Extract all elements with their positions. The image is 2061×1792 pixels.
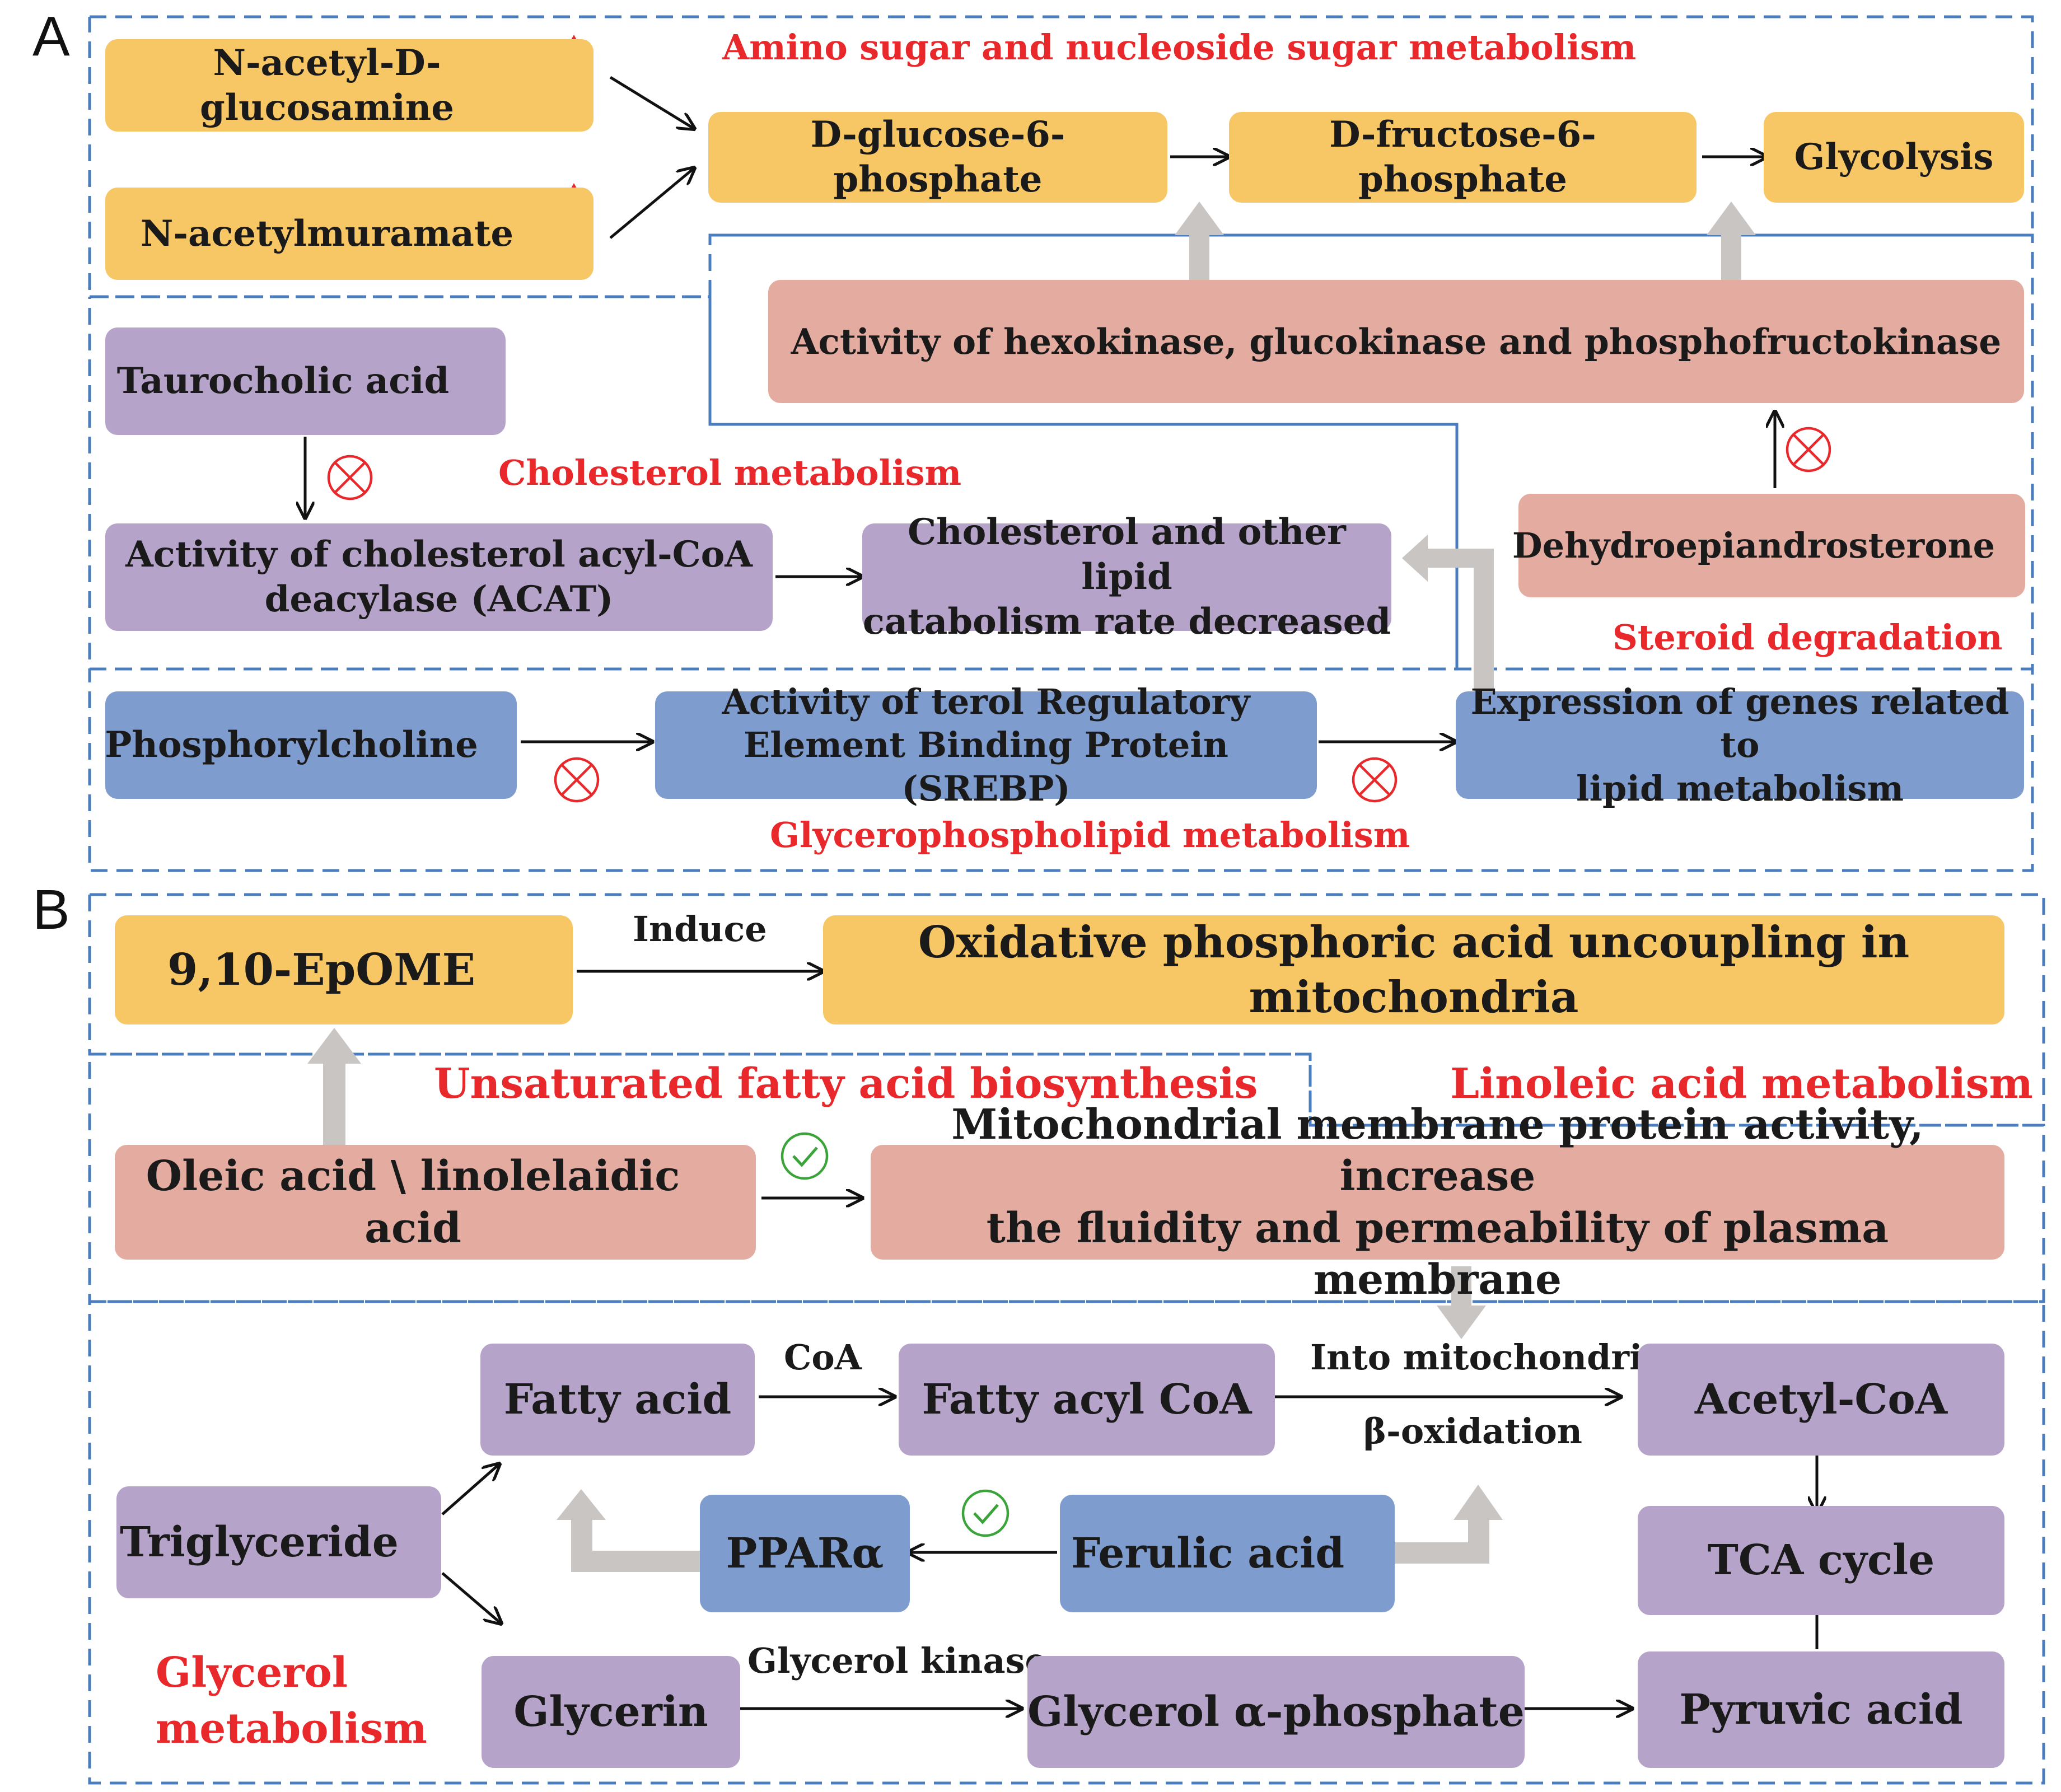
node-srebp-activity: Activity of terol Regulatory Element Bin… — [655, 681, 1317, 809]
grey-arrow-down-to-acetyl — [1437, 1266, 1486, 1339]
srebp-line-1: Activity of terol Regulatory — [722, 681, 1250, 722]
srebp-line-2: Element Binding Protein (SREBP) — [744, 724, 1228, 809]
section-title-glycerol-1: Glycerol — [156, 1649, 348, 1697]
section-title-glycerol-2: metabolism — [156, 1705, 427, 1753]
section-title-amino-sugar: Amino sugar and nucleoside sugar metabol… — [722, 27, 1637, 68]
node-pyruvic-acid: Pyruvic acid — [1638, 1651, 2004, 1768]
node-kinase-activity: Activity of hexokinase, glucokinase and … — [768, 280, 2024, 403]
node-uncoupling: Oxidative phosphoric acid uncoupling in … — [823, 915, 2004, 1024]
inhibit-icon — [1787, 428, 1830, 471]
section-title-cholesterol: Cholesterol metabolism — [498, 452, 962, 493]
node-glycolysis: Glycolysis — [1764, 112, 2024, 203]
grey-arrows — [307, 202, 1756, 1572]
arrow-tg-to-glycerin — [441, 1572, 501, 1623]
node-tca-cycle: TCA cycle — [1638, 1506, 2004, 1615]
label-induce: Induce — [633, 909, 767, 949]
node-fatty-acid: Fatty acid — [480, 1344, 755, 1456]
node-phosphorylcholine: Phosphorylcholine — [105, 691, 517, 799]
node-glycerol-phosphate: Glycerol α-phosphate — [1027, 1656, 1525, 1768]
section-title-linoleic: Linoleic acid metabolism — [1450, 1060, 2033, 1108]
check-icon — [782, 1134, 827, 1178]
section-title-unsaturated: Unsaturated fatty acid biosynthesis — [434, 1060, 1258, 1108]
node-fatty-acyl-coa: Fatty acyl CoA — [899, 1344, 1275, 1456]
node-ferulic-acid: Ferulic acid — [1060, 1495, 1395, 1612]
grey-arrow-to-g6p — [1175, 202, 1224, 280]
node-n-acetylmuramate: N-acetylmuramate — [105, 188, 593, 280]
section-title-glycerophospholipid: Glycerophospholipid metabolism — [770, 815, 1410, 855]
black-arrows — [305, 76, 1817, 1709]
inhibit-icon — [329, 456, 371, 499]
node-ppar-alpha: PPARα — [700, 1495, 910, 1612]
label-into-mitochondria: Into mitochondria — [1310, 1337, 1665, 1378]
node-membrane-activity: Mitochondrial membrane protein activity,… — [871, 1101, 2004, 1304]
border-glycerol — [88, 1300, 2045, 1785]
node-lipid-catabolism: Cholesterol and other lipid catabolism r… — [862, 511, 1391, 643]
membrane-line-1: Mitochondrial membrane protein activity,… — [951, 1100, 1924, 1201]
node-oleic-acid: Oleic acid \ linolelaidic acid — [115, 1145, 756, 1260]
inhibit-icon — [555, 759, 598, 801]
section-title-steroid: Steroid degradation — [1613, 617, 2003, 658]
arrow-tg-to-fatty — [441, 1464, 499, 1515]
membrane-line-2: the fluidity and permeability of plasma … — [986, 1204, 1889, 1304]
lipid-line-2: catabolism rate decreased — [862, 601, 1391, 643]
lipid-line-1: Cholesterol and other lipid — [908, 511, 1346, 598]
node-glycerin: Glycerin — [482, 1656, 740, 1768]
label-beta-oxidation: β-oxidation — [1363, 1411, 1582, 1452]
grey-arrow-ferulic-up — [1393, 1485, 1503, 1564]
node-glucose-6-phosphate: D-glucose-6-phosphate — [708, 112, 1167, 203]
border-glycerophospholipid — [88, 667, 2034, 872]
grey-arrow-to-f6p — [1707, 202, 1756, 280]
label-coa: CoA — [784, 1337, 862, 1378]
node-triglyceride: Triglyceride — [116, 1486, 441, 1598]
node-taurocholic-acid: Taurocholic acid — [105, 327, 506, 435]
node-acat-activity: Activity of cholesterol acyl-CoA deacyla… — [105, 523, 773, 631]
panel-label-a: A — [32, 5, 70, 68]
node-acetyl-coa: Acetyl-CoA — [1638, 1344, 2004, 1456]
section-borders — [88, 15, 2045, 1785]
grey-arrow-to-epome — [307, 1028, 361, 1149]
node-dhea: Dehydroepiandrosterone — [1512, 494, 2025, 597]
node-n-acetyl-glucosamine: N-acetyl-D-glucosamine — [105, 39, 593, 132]
grey-arrow-ppar-up — [557, 1489, 701, 1572]
node-gene-expression: Expression of genes related to lipid met… — [1456, 681, 2024, 809]
genes-line-2: lipid metabolism — [1576, 768, 1904, 809]
arrow-glcnac-to-g6p — [609, 76, 694, 129]
acat-line-1: Activity of cholesterol acyl-CoA — [125, 534, 753, 576]
inhibit-icon — [1353, 759, 1396, 801]
panel-label-b: B — [32, 878, 70, 941]
genes-line-1: Expression of genes related to — [1470, 681, 2009, 766]
grey-arrow-to-lipid-catabolism — [1402, 535, 1494, 694]
acat-line-2: deacylase (ACAT) — [264, 578, 614, 620]
arrow-murnac-to-g6p — [609, 168, 694, 239]
node-epome: 9,10-EpOME — [115, 915, 573, 1024]
check-icon — [963, 1491, 1008, 1536]
label-glycerol-kinase: Glycerol kinase — [747, 1640, 1047, 1681]
node-fructose-6-phosphate: D-fructose-6-phosphate — [1229, 112, 1697, 203]
